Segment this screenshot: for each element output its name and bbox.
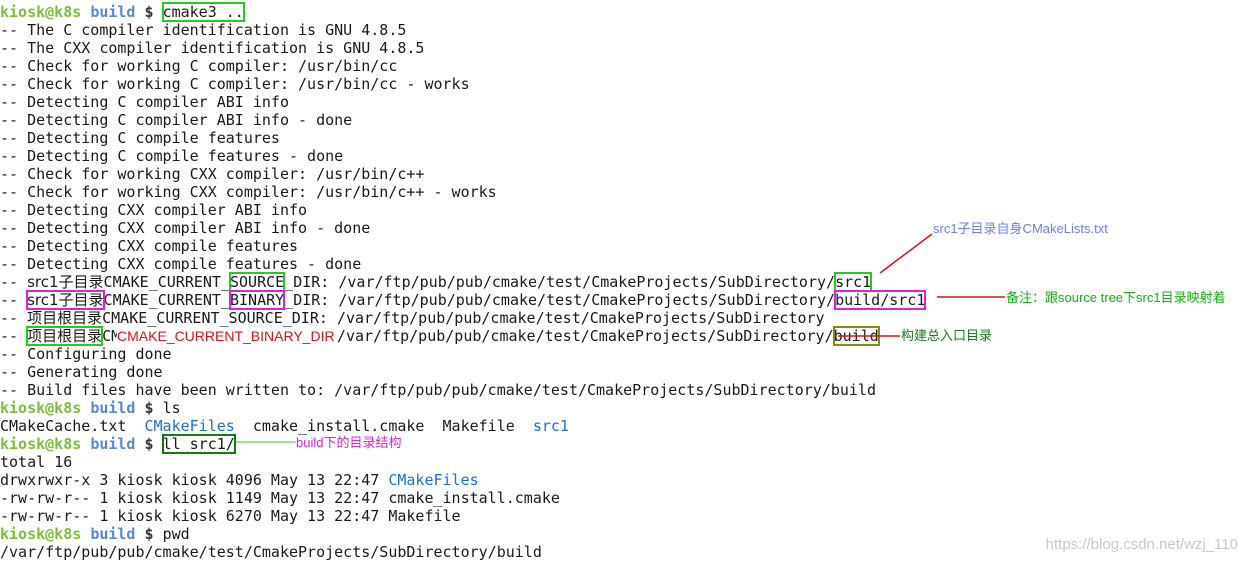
output-line: -- Check for working C compiler: /usr/bi… [0, 75, 470, 93]
prompt-user: kiosk@k8s [0, 3, 82, 21]
ll-dir-cmakefiles: CMakeFiles [388, 471, 479, 489]
output-line: -- Detecting CXX compile features - done [0, 255, 362, 273]
file-makefile: Makefile [442, 417, 515, 435]
source-keyword: SOURCE [228, 272, 286, 292]
prompt-line-cmake: kiosk@k8s build $ cmake3 .. [0, 2, 1246, 22]
output-line: -- Generating done [0, 363, 163, 381]
output-line: -- Detecting C compile features - done [0, 147, 344, 165]
output-line: -- Detecting CXX compile features [0, 237, 299, 255]
ls-output-line: CMakeCache.txt CMakeFiles cmake_install.… [0, 417, 1246, 435]
command-cmake: cmake3 .. [161, 2, 245, 22]
command-ll: ll src1/ [161, 434, 236, 454]
output-line: -- Detecting C compiler ABI info [0, 93, 289, 111]
annotation-build-subdir: build下的目录结构 [296, 435, 402, 450]
output-line: -- Check for working CXX compiler: /usr/… [0, 165, 425, 183]
file-cmake-install: cmake_install.cmake [252, 417, 425, 435]
build-dir-highlight: build [832, 326, 880, 346]
src1-label: src1子目录 [27, 273, 104, 291]
src1-label-boxed: src1子目录 [26, 290, 105, 310]
ll-row: drwxrwxr-x 3 kiosk kiosk 4096 May 13 22:… [0, 471, 479, 489]
annotation-build-entry: 构建总入口目录 [901, 328, 993, 343]
output-line: -- Check for working C compiler: /usr/bi… [0, 57, 398, 75]
annotation-note-mapping: 备注：跟source tree下src1目录映射着 [1006, 290, 1226, 305]
output-line: -- Build files have been written to: /va… [0, 381, 876, 399]
pwd-output: /var/ftp/pub/pub/cmake/test/CmakeProject… [0, 543, 542, 561]
output-line: -- The CXX compiler identification is GN… [0, 39, 425, 57]
output-line: -- Detecting C compiler ABI info - done [0, 111, 353, 129]
root-source-dir-line: -- 项目根目录CMAKE_CURRENT_SOURCE_DIR: /var/f… [0, 309, 825, 327]
root-label-boxed: 项目根目录 [26, 326, 104, 346]
ll-total: total 16 [0, 453, 73, 471]
output-line: -- Detecting CXX compiler ABI info - don… [0, 219, 371, 237]
dir-cmakefiles: CMakeFiles [144, 417, 235, 435]
command-pwd: pwd [162, 525, 190, 543]
prompt-line-ll: kiosk@k8s build $ ll src1/ [0, 434, 236, 454]
output-line: -- The C compiler identification is GNU … [0, 21, 407, 39]
src1-dir-highlight: src1 [834, 272, 873, 292]
binary-keyword: BINARY [228, 290, 286, 310]
prompt-line-pwd: kiosk@k8s build $ pwd [0, 525, 190, 543]
output-line: -- Detecting CXX compiler ABI info [0, 201, 308, 219]
file-cmakecache: CMakeCache.txt [0, 417, 127, 435]
root-label: 项目根目录 [27, 309, 103, 327]
output-line: -- Check for working CXX compiler: /usr/… [0, 183, 497, 201]
build-src1-highlight: build/src1 [834, 290, 927, 310]
ll-file-makefile: Makefile [388, 507, 461, 525]
prompt-dir: build [90, 3, 136, 21]
prompt-symbol: $ [144, 3, 154, 21]
root-binary-dir-line: -- 项目根目录CMAKE_CURRENT_BINARY_DIR: /var/f… [0, 326, 880, 346]
ll-file-cmake-install: cmake_install.cmake [388, 489, 560, 507]
command-ls: ls [162, 399, 181, 417]
binary-dir-red-label: CMAKE_CURRENT_BINARY_DIR [117, 327, 337, 345]
prompt-line-ls: kiosk@k8s build $ ls [0, 399, 181, 417]
output-line: -- Configuring done [0, 345, 172, 363]
ll-row: -rw-rw-r-- 1 kiosk kiosk 1149 May 13 22:… [0, 489, 560, 507]
dir-src1: src1 [532, 417, 569, 435]
output-line: -- Detecting C compile features [0, 129, 280, 147]
src1-source-dir-line: -- src1子目录CMAKE_CURRENT_SOURCE_DIR: /var… [0, 272, 873, 292]
ll-row: -rw-rw-r-- 1 kiosk kiosk 6270 May 13 22:… [0, 507, 461, 525]
annotation-src1-cmakelists: src1子目录自身CMakeLists.txt [933, 221, 1108, 236]
src1-binary-dir-line: -- src1子目录CMAKE_CURRENT_BINARY_DIR: /var… [0, 290, 927, 310]
watermark: https://blog.csdn.net/wzj_110 [1045, 536, 1238, 553]
